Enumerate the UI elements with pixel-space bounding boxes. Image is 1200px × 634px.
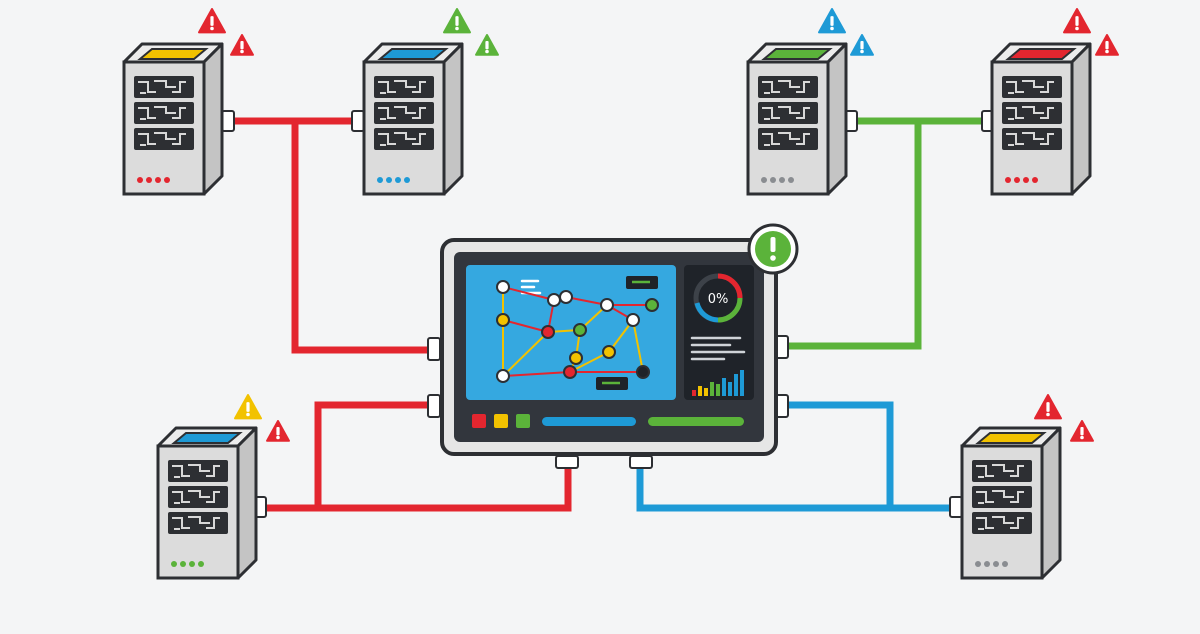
mini-bar — [728, 382, 732, 396]
network-node[interactable] — [645, 298, 659, 312]
led-indicator — [189, 561, 195, 567]
led-indicator — [377, 177, 383, 183]
led-indicator — [1005, 177, 1011, 183]
warning-icon[interactable] — [266, 420, 290, 442]
led-indicator — [404, 177, 410, 183]
warning-icon[interactable] — [850, 34, 874, 56]
led-indicator — [984, 561, 990, 567]
status-light — [171, 432, 243, 444]
connection-bottom-right-b — [636, 466, 890, 512]
led-indicator — [155, 177, 161, 183]
connection-bottom-left-b — [318, 466, 572, 512]
status-text-lines — [690, 336, 746, 361]
warning-icon[interactable] — [1063, 8, 1091, 34]
status-panel — [684, 265, 754, 400]
mini-bar-chart — [692, 370, 744, 396]
connection-bottom-left-a — [262, 401, 432, 512]
warning-icon[interactable] — [1034, 394, 1062, 420]
led-indicator — [137, 177, 143, 183]
led-indicator — [779, 177, 785, 183]
server-top-right-2[interactable] — [990, 8, 1119, 196]
central-monitor[interactable]: 0% — [440, 223, 799, 456]
led-indicator — [993, 561, 999, 567]
monitor-alert-badge[interactable] — [747, 223, 799, 275]
network-node[interactable] — [602, 345, 616, 359]
network-node[interactable] — [573, 323, 587, 337]
warning-icon[interactable] — [818, 8, 846, 34]
server-top-left-2[interactable] — [362, 8, 499, 196]
server-top-left-1[interactable] — [122, 8, 254, 196]
connection-top-left-1 — [230, 117, 432, 354]
network-node[interactable] — [559, 290, 573, 304]
led-indicator — [975, 561, 981, 567]
led-indicator — [180, 561, 186, 567]
connection-bottom-right-a — [784, 401, 955, 512]
gauge: 0% — [693, 273, 743, 323]
network-node[interactable] — [496, 280, 510, 294]
control-button-red[interactable] — [472, 414, 486, 428]
gauge-value: 0% — [708, 292, 729, 307]
warning-icon[interactable] — [475, 34, 499, 56]
led-indicator — [1023, 177, 1029, 183]
led-indicator — [788, 177, 794, 183]
led-indicator — [1032, 177, 1038, 183]
led-indicator — [146, 177, 152, 183]
network-node[interactable] — [496, 369, 510, 383]
mini-bar — [698, 386, 702, 396]
warning-icon[interactable] — [443, 8, 471, 34]
status-light — [975, 432, 1047, 444]
warning-icon[interactable] — [198, 8, 226, 34]
network-map-nodes — [496, 280, 659, 383]
network-node[interactable] — [541, 325, 555, 339]
status-light — [377, 48, 449, 60]
led-indicator — [1014, 177, 1020, 183]
mini-bar — [716, 384, 720, 396]
led-indicator — [171, 561, 177, 567]
network-node[interactable] — [600, 298, 614, 312]
network-node[interactable] — [563, 365, 577, 379]
warning-icon[interactable] — [230, 34, 254, 56]
led-indicator — [770, 177, 776, 183]
control-button-yellow[interactable] — [494, 414, 508, 428]
led-indicator — [386, 177, 392, 183]
mini-bar — [704, 388, 708, 396]
progress-bar-blue — [542, 417, 636, 426]
network-node[interactable] — [496, 313, 510, 327]
connections — [230, 117, 990, 512]
server-bottom-left[interactable] — [156, 394, 290, 580]
status-light — [137, 48, 209, 60]
network-node[interactable] — [547, 293, 561, 307]
server-bottom-right[interactable] — [960, 394, 1094, 580]
led-indicator — [164, 177, 170, 183]
mini-bar — [740, 370, 744, 396]
connection-top-right-1 — [784, 117, 922, 350]
led-indicator — [198, 561, 204, 567]
progress-bar-green — [648, 417, 744, 426]
status-light — [761, 48, 833, 60]
led-indicator — [761, 177, 767, 183]
network-node[interactable] — [636, 365, 650, 379]
network-node[interactable] — [626, 313, 640, 327]
exclamation-icon — [770, 237, 776, 261]
mini-bar — [692, 390, 696, 396]
server-top-right-1[interactable] — [746, 8, 874, 196]
mini-bar — [722, 378, 726, 396]
led-indicator — [1002, 561, 1008, 567]
mini-bar — [710, 382, 714, 396]
mini-bar — [734, 374, 738, 396]
servers — [122, 8, 1119, 580]
led-indicator — [395, 177, 401, 183]
control-button-green[interactable] — [516, 414, 530, 428]
warning-icon[interactable] — [1095, 34, 1119, 56]
status-light — [1005, 48, 1077, 60]
warning-icon[interactable] — [1070, 420, 1094, 442]
network-node[interactable] — [569, 351, 583, 365]
network-map-panel — [466, 265, 676, 400]
warning-icon[interactable] — [234, 394, 262, 420]
